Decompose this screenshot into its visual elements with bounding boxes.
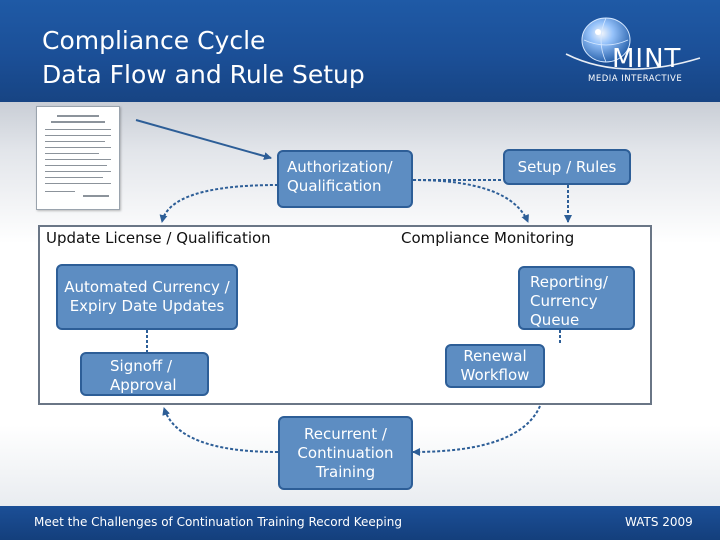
footer-left-text: Meet the Challenges of Continuation Trai… [34, 515, 402, 529]
compliance-monitoring-label: Compliance Monitoring [401, 229, 575, 247]
authorization-qualification-node: Authorization/ Qualification [277, 150, 413, 208]
automated-updates-node: Automated Currency / Expiry Date Updates [56, 264, 238, 330]
setup-rules-node: Setup / Rules [503, 149, 631, 185]
slide-footer [0, 506, 720, 540]
update-license-label: Update License / Qualification [46, 229, 271, 247]
reporting-currency-queue-node: Reporting/ Currency Queue [518, 266, 635, 330]
signoff-approval-node: Signoff / Approval [80, 352, 209, 396]
slide-title-line-2: Data Flow and Rule Setup [42, 60, 365, 89]
globe-logo-icon [565, 17, 701, 70]
document-thumbnail-icon [36, 106, 120, 210]
logo-name: MINT [612, 44, 682, 74]
slide-title-line-1: Compliance Cycle [42, 26, 266, 55]
logo-subtitle: MEDIA INTERACTIVE [588, 74, 683, 84]
renewal-workflow-node: Renewal Workflow [445, 344, 545, 388]
footer-right-text: WATS 2009 [625, 515, 693, 529]
recurrent-training-node: Recurrent / Continuation Training [278, 416, 413, 490]
